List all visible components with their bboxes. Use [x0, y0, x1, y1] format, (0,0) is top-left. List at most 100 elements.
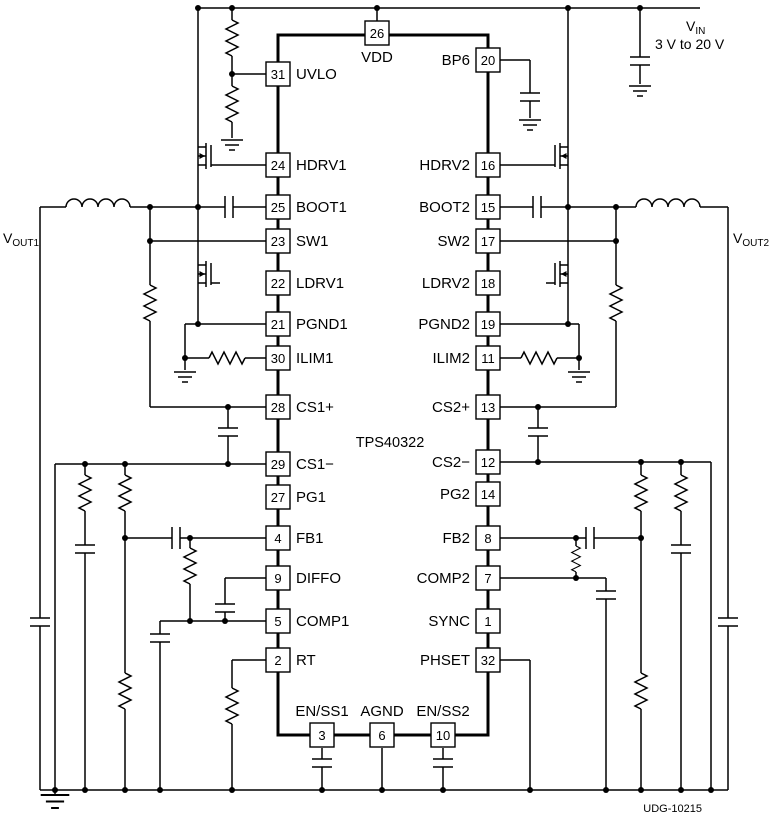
pin-ilim2: 11 ILIM2: [432, 345, 501, 371]
pin-name: PGND2: [418, 316, 470, 333]
ground-vin-icon: [628, 85, 652, 97]
capacitor-enss2: [432, 758, 454, 768]
pin-box: [265, 525, 291, 551]
pin-number: 7: [484, 571, 491, 586]
capacitor-vout2: [717, 617, 739, 627]
pin-name: ILIM2: [432, 350, 470, 367]
pin-box: [475, 449, 501, 475]
pin-name: PGND1: [296, 316, 348, 333]
ground-pgnd1-icon: [173, 371, 197, 383]
pin-box: [475, 345, 501, 371]
resistor-div1-b: [118, 474, 132, 512]
pin-name: LDRV2: [422, 275, 470, 292]
ground-pgnd2-icon: [567, 371, 591, 383]
pin-box: [475, 565, 501, 591]
pin-number: 31: [271, 67, 285, 82]
pin-number: 23: [271, 234, 285, 249]
pin-number: 9: [274, 571, 281, 586]
pin-box: [265, 345, 291, 371]
resistor-comp1: [183, 547, 197, 585]
vin-label: VIN: [686, 18, 705, 37]
pin-number: 28: [271, 400, 285, 415]
doc-code-label: UDG-10215: [643, 803, 702, 815]
pin-number: 24: [271, 158, 285, 173]
pin-box: [265, 451, 291, 477]
pin-number: 27: [271, 490, 285, 505]
resistor-div1-a: [78, 474, 92, 512]
mosfet-lowside-2-icon: [545, 249, 569, 299]
pin-number: 25: [271, 200, 285, 215]
mosfet-highside-2-icon: [545, 131, 569, 181]
ground-main-icon: [39, 794, 71, 809]
pin-name: EN/SS2: [416, 703, 469, 720]
pin-boot2: 15 BOOT2: [419, 194, 501, 220]
pin-name: PG2: [440, 486, 470, 503]
pin-box: [265, 484, 291, 510]
wire-left-feedback: [54, 463, 266, 790]
pin-box: [475, 228, 501, 254]
pin-number: 10: [436, 728, 450, 743]
pin-number: 15: [481, 200, 495, 215]
pin-name: COMP1: [296, 613, 349, 630]
pin-box: [265, 647, 291, 673]
pin-name: UVLO: [296, 66, 337, 83]
pin-number: 2: [274, 653, 281, 668]
pin-name: BOOT1: [296, 199, 347, 216]
pin-box: [475, 608, 501, 634]
pin-name: HDRV2: [419, 157, 470, 174]
ground-bp6-icon: [518, 119, 542, 131]
pin-number: 8: [484, 531, 491, 546]
resistor-uvlo-bottom: [225, 85, 239, 123]
pin-hdrv2: 16 HDRV2: [419, 152, 501, 178]
mosfet-highside-1-icon: [197, 131, 221, 181]
pin-number: 11: [481, 351, 495, 366]
wires: [39, 7, 729, 794]
capacitor-vout1: [29, 617, 51, 627]
pin-number: 16: [481, 158, 495, 173]
inductor-2: [635, 198, 701, 208]
pin-name: SW1: [296, 233, 329, 250]
pin-name: FB2: [442, 530, 470, 547]
resistor-rt: [225, 687, 239, 725]
capacitor-bp6: [519, 92, 541, 102]
pin-box: [265, 394, 291, 420]
junction-dots: [52, 5, 714, 793]
pin-name: BOOT2: [419, 199, 470, 216]
pin-uvlo: 31 UVLO: [265, 61, 337, 87]
pin-name: CS2−: [432, 454, 470, 471]
resistor-ilim1: [208, 351, 246, 365]
resistor-div2-b: [674, 474, 688, 512]
pin-box: [475, 481, 501, 507]
pin-enss2: 10 EN/SS2: [416, 703, 470, 748]
resistor-comp2: [571, 545, 581, 573]
pin-box: [265, 270, 291, 296]
pin-number: 20: [481, 53, 495, 68]
pin-name: SW2: [437, 233, 470, 250]
pin-box: [265, 61, 291, 87]
pin-box: [475, 394, 501, 420]
capacitor-fb2-series: [585, 526, 595, 550]
inductor-1: [65, 198, 131, 208]
resistor-uvlo-top: [225, 19, 239, 57]
capacitor-diffo: [214, 603, 236, 613]
wire-left-power: [39, 164, 266, 790]
pin-name: ILIM1: [296, 350, 334, 367]
pin-name: FB1: [296, 530, 324, 547]
pin-box: [475, 311, 501, 337]
